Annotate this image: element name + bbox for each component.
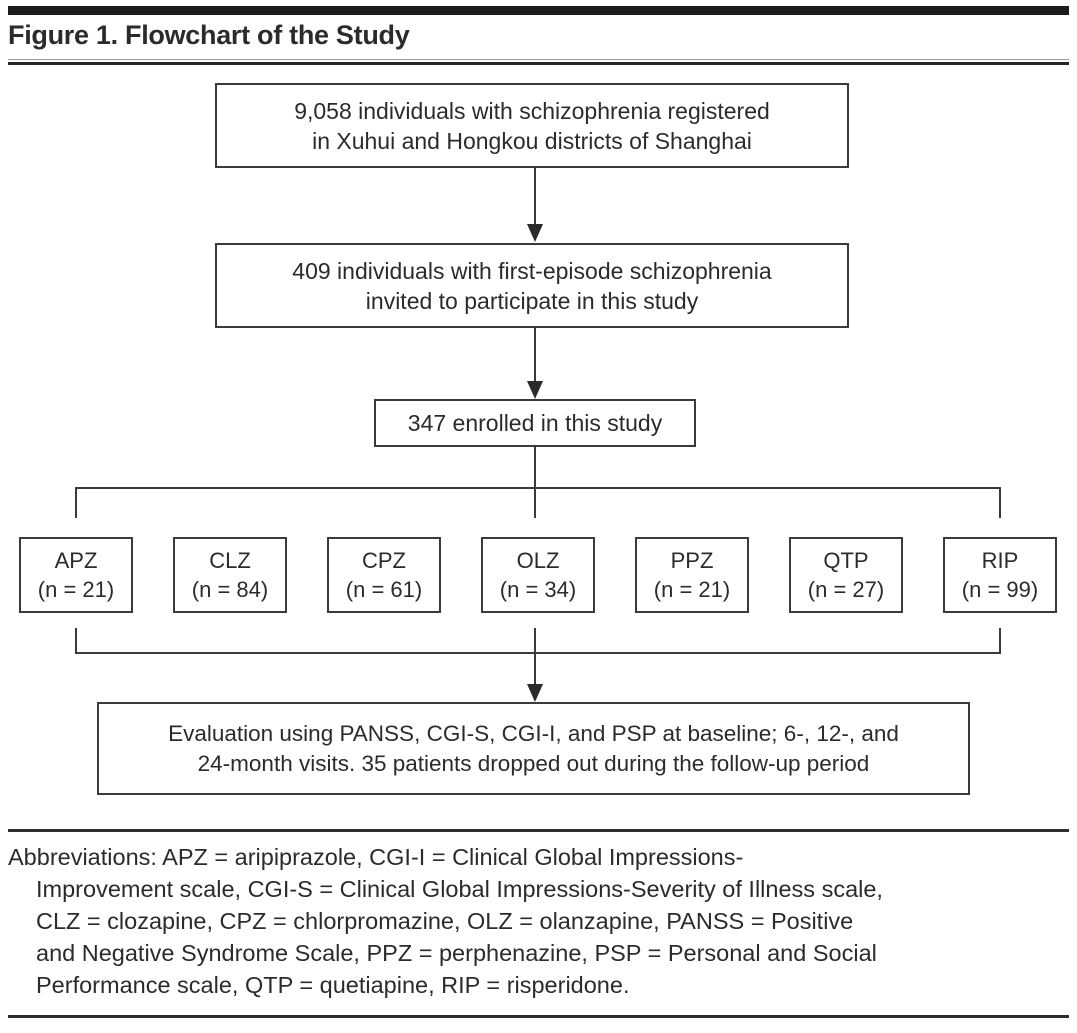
split-center-line [534,447,536,518]
arrow-head-1 [527,224,543,242]
arm-n: (n = 61) [345,577,423,602]
arm-box-rip: RIP (n = 99) [943,537,1057,613]
abbreviations-note: Abbreviations: APZ = aripiprazole, CGI-I… [8,841,1066,1001]
enrolled-text: 347 enrolled in this study [407,410,663,436]
flow-box-registered: 9,058 individuals with schizophrenia reg… [215,83,849,168]
abbrev-line: Performance scale, QTP = quetiapine, RIP… [36,972,630,998]
abbrev-line: and Negative Syndrome Scale, PPZ = perph… [36,940,877,966]
arm-n: (n = 99) [961,577,1039,602]
arm-n: (n = 21) [653,577,731,602]
invited-line-2: invited to participate in this study [365,287,699,314]
evaluation-line-1: Evaluation using PANSS, CGI-S, CGI-I, an… [168,720,899,746]
top-rule [8,6,1069,15]
flow-box-invited: 409 individuals with first-episode schiz… [215,243,849,328]
arm-label: CPZ [362,548,406,573]
arm-box-apz: APZ (n = 21) [19,537,133,613]
arm-n: (n = 27) [807,577,885,602]
abbrev-line: Improvement scale, CGI-S = Clinical Glob… [36,876,883,902]
arm-n: (n = 84) [191,577,269,602]
arm-label: CLZ [209,548,251,573]
arrow-head-2 [527,381,543,399]
split-horizontal-line [75,487,1001,489]
arm-box-clz: CLZ (n = 84) [173,537,287,613]
arm-label: RIP [981,548,1019,573]
merge-horizontal-line [75,652,1001,654]
split-left-stub [75,487,77,518]
merge-left-stub [75,628,77,654]
flow-box-enrolled: 347 enrolled in this study [374,399,696,447]
flow-box-evaluation: Evaluation using PANSS, CGI-S, CGI-I, an… [97,702,970,795]
arm-label: APZ [54,548,98,573]
arm-box-cpz: CPZ (n = 61) [327,537,441,613]
invited-line-1: 409 individuals with first-episode schiz… [292,257,772,284]
arm-box-ppz: PPZ (n = 21) [635,537,749,613]
arm-box-olz: OLZ (n = 34) [481,537,595,613]
merge-center-line [534,628,536,686]
arm-label: PPZ [670,548,714,573]
title-underline-thick [8,62,1069,65]
abbreviations-top-rule [8,829,1069,832]
abbrev-line: CLZ = clozapine, CPZ = chlorpromazine, O… [36,908,854,934]
arrow-line-2 [534,328,536,383]
split-right-stub [999,487,1001,518]
arm-box-qtp: QTP (n = 27) [789,537,903,613]
arm-n: (n = 34) [499,577,577,602]
abbrev-line: Abbreviations: APZ = aripiprazole, CGI-I… [8,844,744,870]
arm-n: (n = 21) [37,577,115,602]
arm-label: QTP [823,548,869,573]
figure-title: Figure 1. Flowchart of the Study [8,20,410,50]
registered-line-2: in Xuhui and Hongkou districts of Shangh… [312,127,752,154]
arm-label: OLZ [516,548,560,573]
arrow-head-3 [527,684,543,702]
evaluation-line-2: 24-month visits. 35 patients dropped out… [197,750,870,776]
bottom-rule [8,1015,1069,1018]
arrow-line-1 [534,168,536,226]
title-underline-thin [8,59,1069,60]
registered-line-1: 9,058 individuals with schizophrenia reg… [294,97,770,124]
merge-right-stub [999,628,1001,654]
